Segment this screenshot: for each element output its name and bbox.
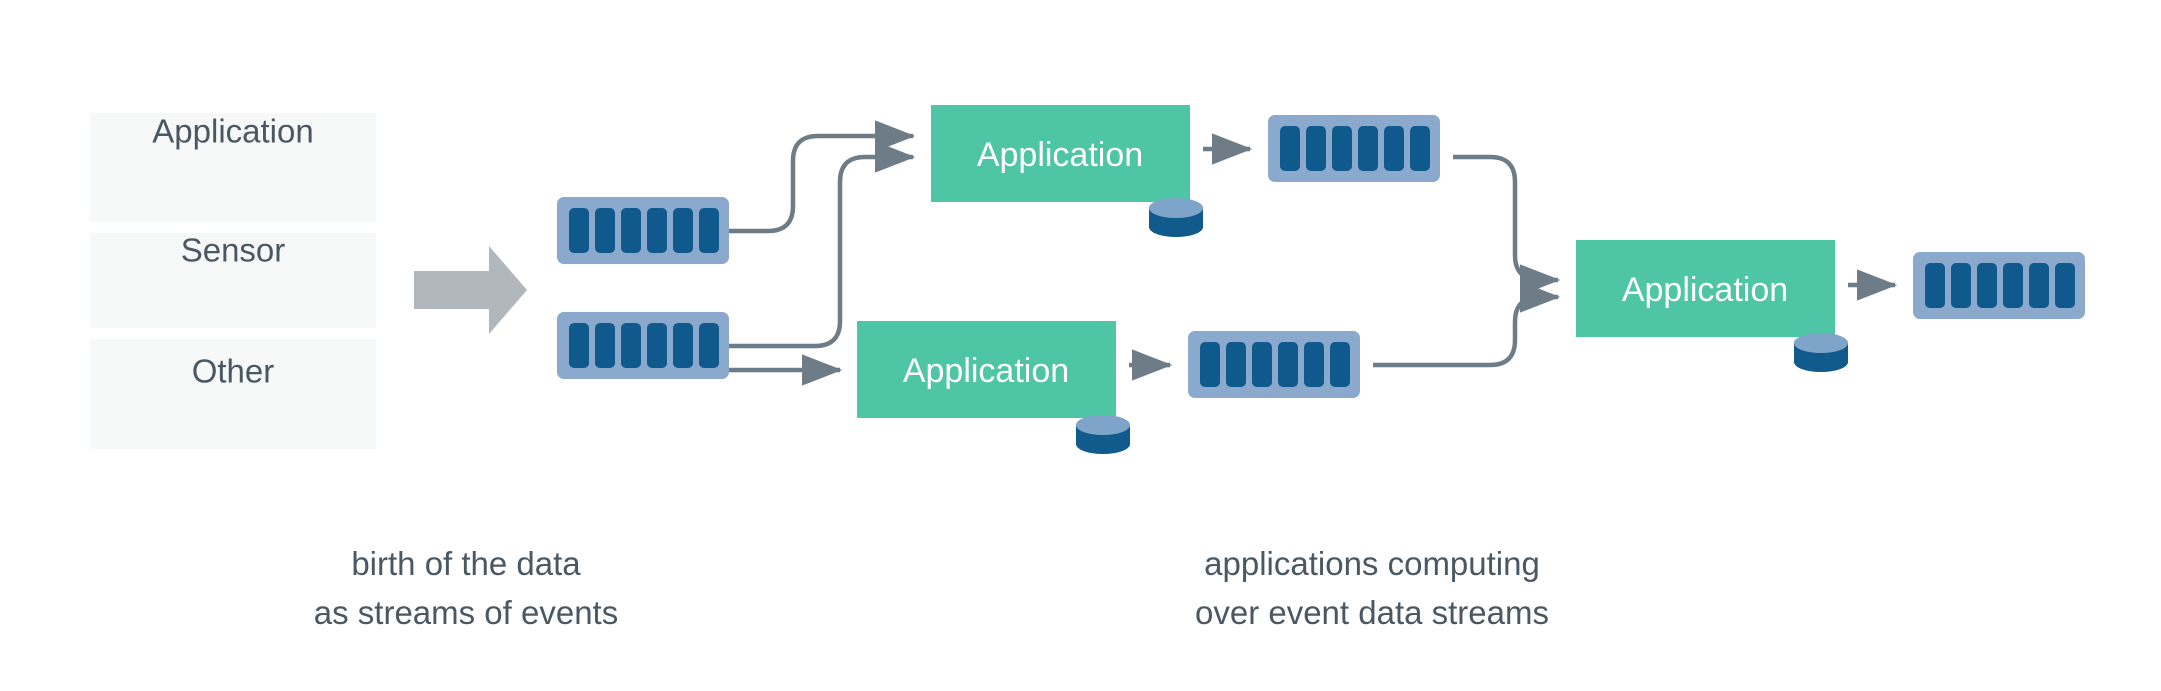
stream-bar (1278, 342, 1298, 387)
stream-bar (1951, 263, 1971, 308)
stream-icon-output-final[interactable] (1913, 252, 2085, 319)
application-label: Application (1622, 271, 1788, 309)
stream-icon-source-bottom[interactable] (557, 312, 729, 379)
connector-group (729, 120, 1898, 386)
stream-bar (621, 208, 641, 253)
connector-stream-top-to-app-final (1453, 154, 1561, 296)
stream-bar (699, 208, 719, 253)
application-label: Application (903, 352, 1069, 390)
source-item-sensor[interactable]: Sensor (90, 232, 376, 328)
connector-top-stream-to-app-top (729, 120, 916, 234)
stream-bar (1252, 342, 1272, 387)
database-icon (1794, 333, 1848, 372)
stream-bar (569, 208, 589, 253)
stream-bar (673, 323, 693, 368)
stream-bar (1332, 126, 1352, 171)
source-label-application: Application (152, 113, 313, 150)
stream-bar (1384, 126, 1404, 171)
stream-bar (569, 323, 589, 368)
stream-bar (647, 323, 667, 368)
stream-bar (1280, 126, 1300, 171)
stream-bar (673, 208, 693, 253)
source-box-background (90, 233, 376, 328)
connector-bottom-stream-to-app-top (729, 141, 916, 349)
ingest-arrow (414, 246, 527, 334)
source-item-application[interactable]: Application (90, 113, 376, 222)
source-label-sensor: Sensor (181, 232, 286, 269)
stream-icon-source-top[interactable] (557, 197, 729, 264)
database-icon (1149, 198, 1203, 237)
source-item-other[interactable]: Other (90, 339, 376, 449)
stream-bar (1226, 342, 1246, 387)
application-label: Application (977, 136, 1143, 174)
stream-bar (2029, 263, 2049, 308)
source-box-background (90, 113, 376, 222)
source-list: Application Sensor Other (90, 113, 376, 449)
caption-right-line2: over event data streams (1195, 594, 1549, 631)
stream-bar (1925, 263, 1945, 308)
stream-bar (647, 208, 667, 253)
application-box (1576, 240, 1835, 337)
caption-right-line1: applications computing (1204, 545, 1540, 582)
ingest-arrow-shape (414, 246, 527, 334)
stream-bar (1410, 126, 1430, 171)
stream-bar (1304, 342, 1324, 387)
source-label-other: Other (192, 353, 275, 390)
database-top (1149, 198, 1203, 218)
application-node-bottom[interactable]: Application (857, 321, 1130, 454)
application-node-final[interactable]: Application (1576, 240, 1848, 372)
source-box-background (90, 339, 376, 449)
caption-right: applications computing over event data s… (1195, 545, 1549, 631)
stream-bar (1306, 126, 1326, 171)
stream-bar (595, 323, 615, 368)
stream-icon-output-middle[interactable] (1188, 331, 1360, 398)
stream-bar (1200, 342, 1220, 387)
stream-bar (595, 208, 615, 253)
application-node-top[interactable]: Application (931, 105, 1203, 237)
application-box (857, 321, 1116, 418)
application-box (931, 105, 1190, 202)
caption-left-line1: birth of the data (351, 545, 581, 582)
stream-bar (1358, 126, 1378, 171)
stream-bar (2003, 263, 2023, 308)
database-icon (1076, 415, 1130, 454)
caption-left: birth of the data as streams of events (314, 545, 618, 631)
stream-bar (621, 323, 641, 368)
stream-icon-output-top[interactable] (1268, 115, 1440, 182)
connector-stream-middle-to-app-final (1373, 281, 1561, 368)
stream-bar (2055, 263, 2075, 308)
stream-bar (1330, 342, 1350, 387)
database-top (1794, 333, 1848, 353)
stream-bar (699, 323, 719, 368)
database-top (1076, 415, 1130, 435)
stream-bar (1977, 263, 1997, 308)
caption-left-line2: as streams of events (314, 594, 618, 631)
